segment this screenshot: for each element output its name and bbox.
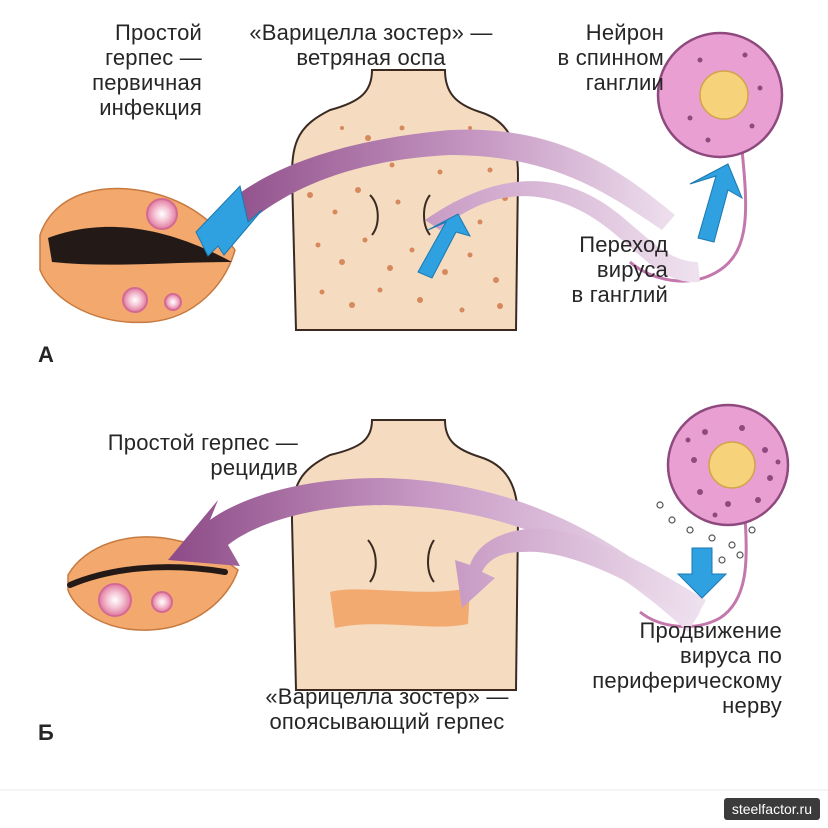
label-transition: Переход вируса в ганглий xyxy=(571,232,668,307)
watermark: steelfactor.ru xyxy=(723,798,820,820)
label-nerve-movement: Продвижение вируса по периферическому не… xyxy=(592,618,782,718)
lips-a xyxy=(39,187,236,324)
arrow-varicella-to-ganglion xyxy=(425,181,700,283)
panel-letter-a: А xyxy=(38,342,55,367)
neuron-b xyxy=(639,403,790,629)
blue-arrows-a xyxy=(195,163,744,279)
label-varicella: «Варицелла зостер» — ветряная оспа xyxy=(249,20,493,70)
blue-arrow-b xyxy=(676,547,728,599)
label-neuron: Нейрон в спинном ганглии xyxy=(557,20,664,95)
arrow-ganglion-to-back xyxy=(455,528,706,622)
neuron-a xyxy=(628,31,784,283)
label-shingles: «Варицелла зостер» — опоясывающий герпес xyxy=(265,684,509,734)
label-primary-infection: Простой герпес — первичная инфекция xyxy=(92,20,202,120)
label-relapse: Простой герпес — рецидив xyxy=(107,430,298,480)
virus-particles xyxy=(656,501,756,564)
shingles-band xyxy=(330,588,470,628)
arrow-primary-to-ganglion xyxy=(205,129,675,245)
panel-letter-b: Б xyxy=(38,720,55,745)
